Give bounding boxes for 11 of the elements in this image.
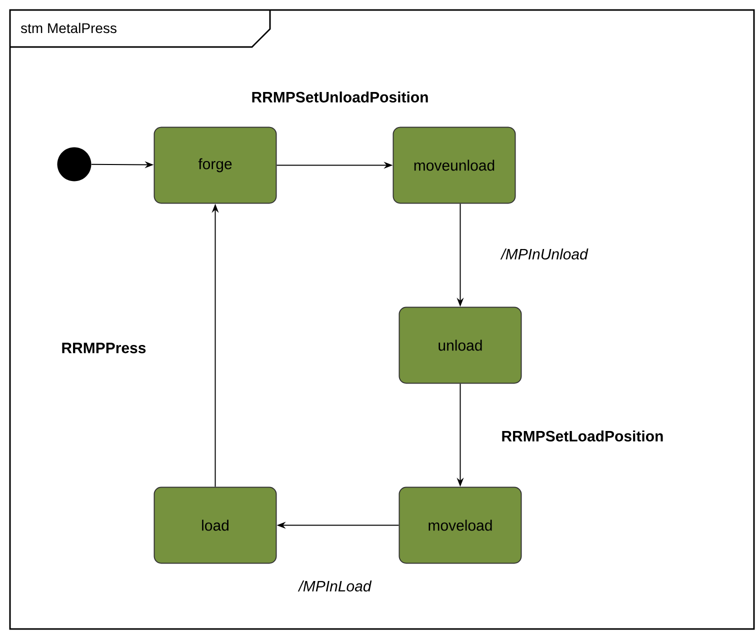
- edge-label: /MPInUnload: [500, 247, 589, 260]
- state-box: unload: [398, 306, 522, 384]
- state-box: moveload: [398, 486, 522, 564]
- initial-state: [57, 147, 92, 182]
- state-box: load: [154, 486, 277, 564]
- edge-label: RRMPPress: [60, 342, 148, 354]
- edge-label: RRMPSetLoadPosition: [500, 429, 665, 442]
- edge-label: /MPInLoad: [298, 579, 372, 592]
- state-box: forge: [154, 126, 277, 204]
- state-box: moveunload: [392, 126, 516, 204]
- edge-label: RRMPSetUnloadPosition: [250, 90, 430, 104]
